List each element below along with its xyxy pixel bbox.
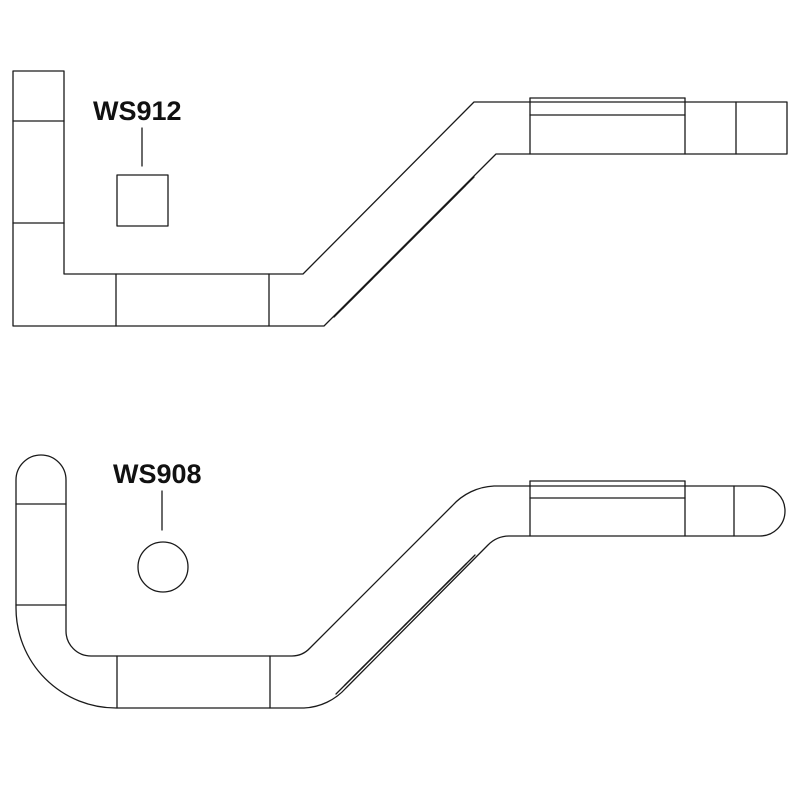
desk-outline [15, 454, 786, 709]
hatch-line [446, 554, 476, 584]
desk-segment-dividers [15, 480, 735, 709]
layout-label-ws908: WS908 [113, 459, 202, 489]
workstation-layout-round: WS908 [15, 454, 786, 709]
layout-label-ws912: WS912 [93, 96, 182, 126]
desk-outline [12, 70, 788, 327]
cable-tray-hatch [333, 176, 475, 318]
cable-tray-hatch [335, 554, 476, 695]
desk-segment-dividers [12, 97, 737, 327]
pedestal-round [137, 541, 189, 593]
pedestal-square [116, 174, 169, 227]
hatch-line [443, 176, 475, 208]
workstation-layout-square: WS912 [12, 70, 788, 327]
